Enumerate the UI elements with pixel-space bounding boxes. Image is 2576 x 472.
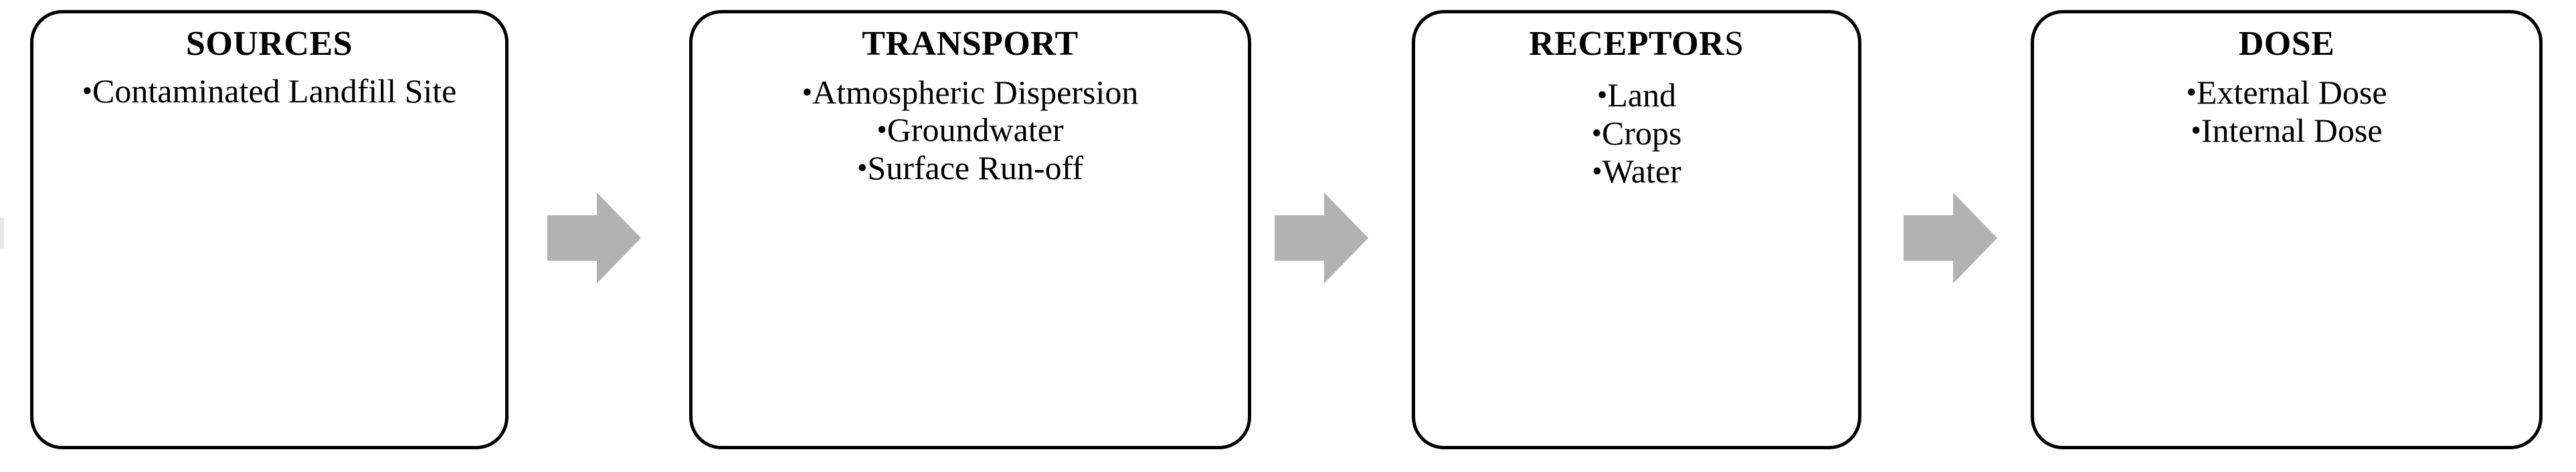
list-item-label: Crops <box>1601 114 1682 152</box>
bullet-dot-icon: • <box>1591 116 1602 150</box>
bullet-dot-icon: • <box>2186 76 2197 109</box>
stage-title-sources: SOURCES <box>186 25 353 63</box>
list-item: •Surface Run-off <box>709 149 1231 187</box>
list-item-label: Atmospheric Dispersion <box>812 74 1139 112</box>
stage-box-sources[interactable]: SOURCES •Contaminated Landfill Site <box>30 10 509 449</box>
cropped-edge-artifact <box>0 218 4 249</box>
stage-title-receptors-text: RECEPTOR <box>1529 25 1725 63</box>
stage-title-transport-text: TRANSPORT <box>862 25 1079 63</box>
list-item-label: Internal Dose <box>2201 112 2383 150</box>
stage-title-dose-text: DOSE <box>2238 25 2335 63</box>
list-item-label: Groundwater <box>887 111 1064 149</box>
bullet-dot-icon: • <box>82 74 93 108</box>
list-item: •Groundwater <box>709 111 1231 149</box>
stage-title-dose: DOSE <box>2239 25 2335 63</box>
stage-title-receptors: RECEPTORS <box>1529 25 1744 63</box>
list-item: •Internal Dose <box>2053 112 2521 150</box>
stage-box-receptors[interactable]: RECEPTORS •Land •Crops •Water <box>1412 10 1861 449</box>
bullet-dot-icon: • <box>2191 114 2201 147</box>
list-item: •External Dose <box>2053 74 2521 112</box>
bullet-list-dose: •External Dose •Internal Dose <box>2053 74 2521 150</box>
flow-arrow-right-icon <box>547 193 641 283</box>
list-item: •Crops <box>1436 114 1837 152</box>
list-item: •Atmospheric Dispersion <box>709 74 1231 111</box>
stage-box-transport[interactable]: TRANSPORT •Atmospheric Dispersion •Groun… <box>689 10 1251 449</box>
list-item: •Contaminated Landfill Site <box>62 72 477 110</box>
bullet-dot-icon: • <box>802 76 812 109</box>
stage-title-sources-text: SOURCES <box>185 25 353 63</box>
list-item-label: Water <box>1602 152 1681 191</box>
bullet-list-transport: •Atmospheric Dispersion •Groundwater •Su… <box>709 74 1231 187</box>
bullet-dot-icon: • <box>877 113 887 146</box>
bullet-list-sources: •Contaminated Landfill Site <box>62 72 477 110</box>
flow-arrow-right-icon <box>1275 193 1368 283</box>
list-item-label: Land <box>1607 76 1677 114</box>
bullet-dot-icon: • <box>1596 78 1608 112</box>
stage-title-transport: TRANSPORT <box>862 25 1078 63</box>
list-item-label: Surface Run-off <box>867 149 1083 187</box>
stage-title-receptors-tail: S <box>1724 25 1744 63</box>
list-item: •Water <box>1436 152 1837 191</box>
list-item-label: Contaminated Landfill Site <box>92 72 457 110</box>
flow-arrow-right-icon <box>1904 193 1997 283</box>
list-item: •Land <box>1436 76 1837 114</box>
bullet-dot-icon: • <box>1592 154 1602 188</box>
bullet-dot-icon: • <box>857 151 868 185</box>
list-item-label: External Dose <box>2196 74 2387 112</box>
stage-box-dose[interactable]: DOSE •External Dose •Internal Dose <box>2031 10 2543 449</box>
bullet-list-receptors: •Land •Crops •Water <box>1436 76 1837 191</box>
